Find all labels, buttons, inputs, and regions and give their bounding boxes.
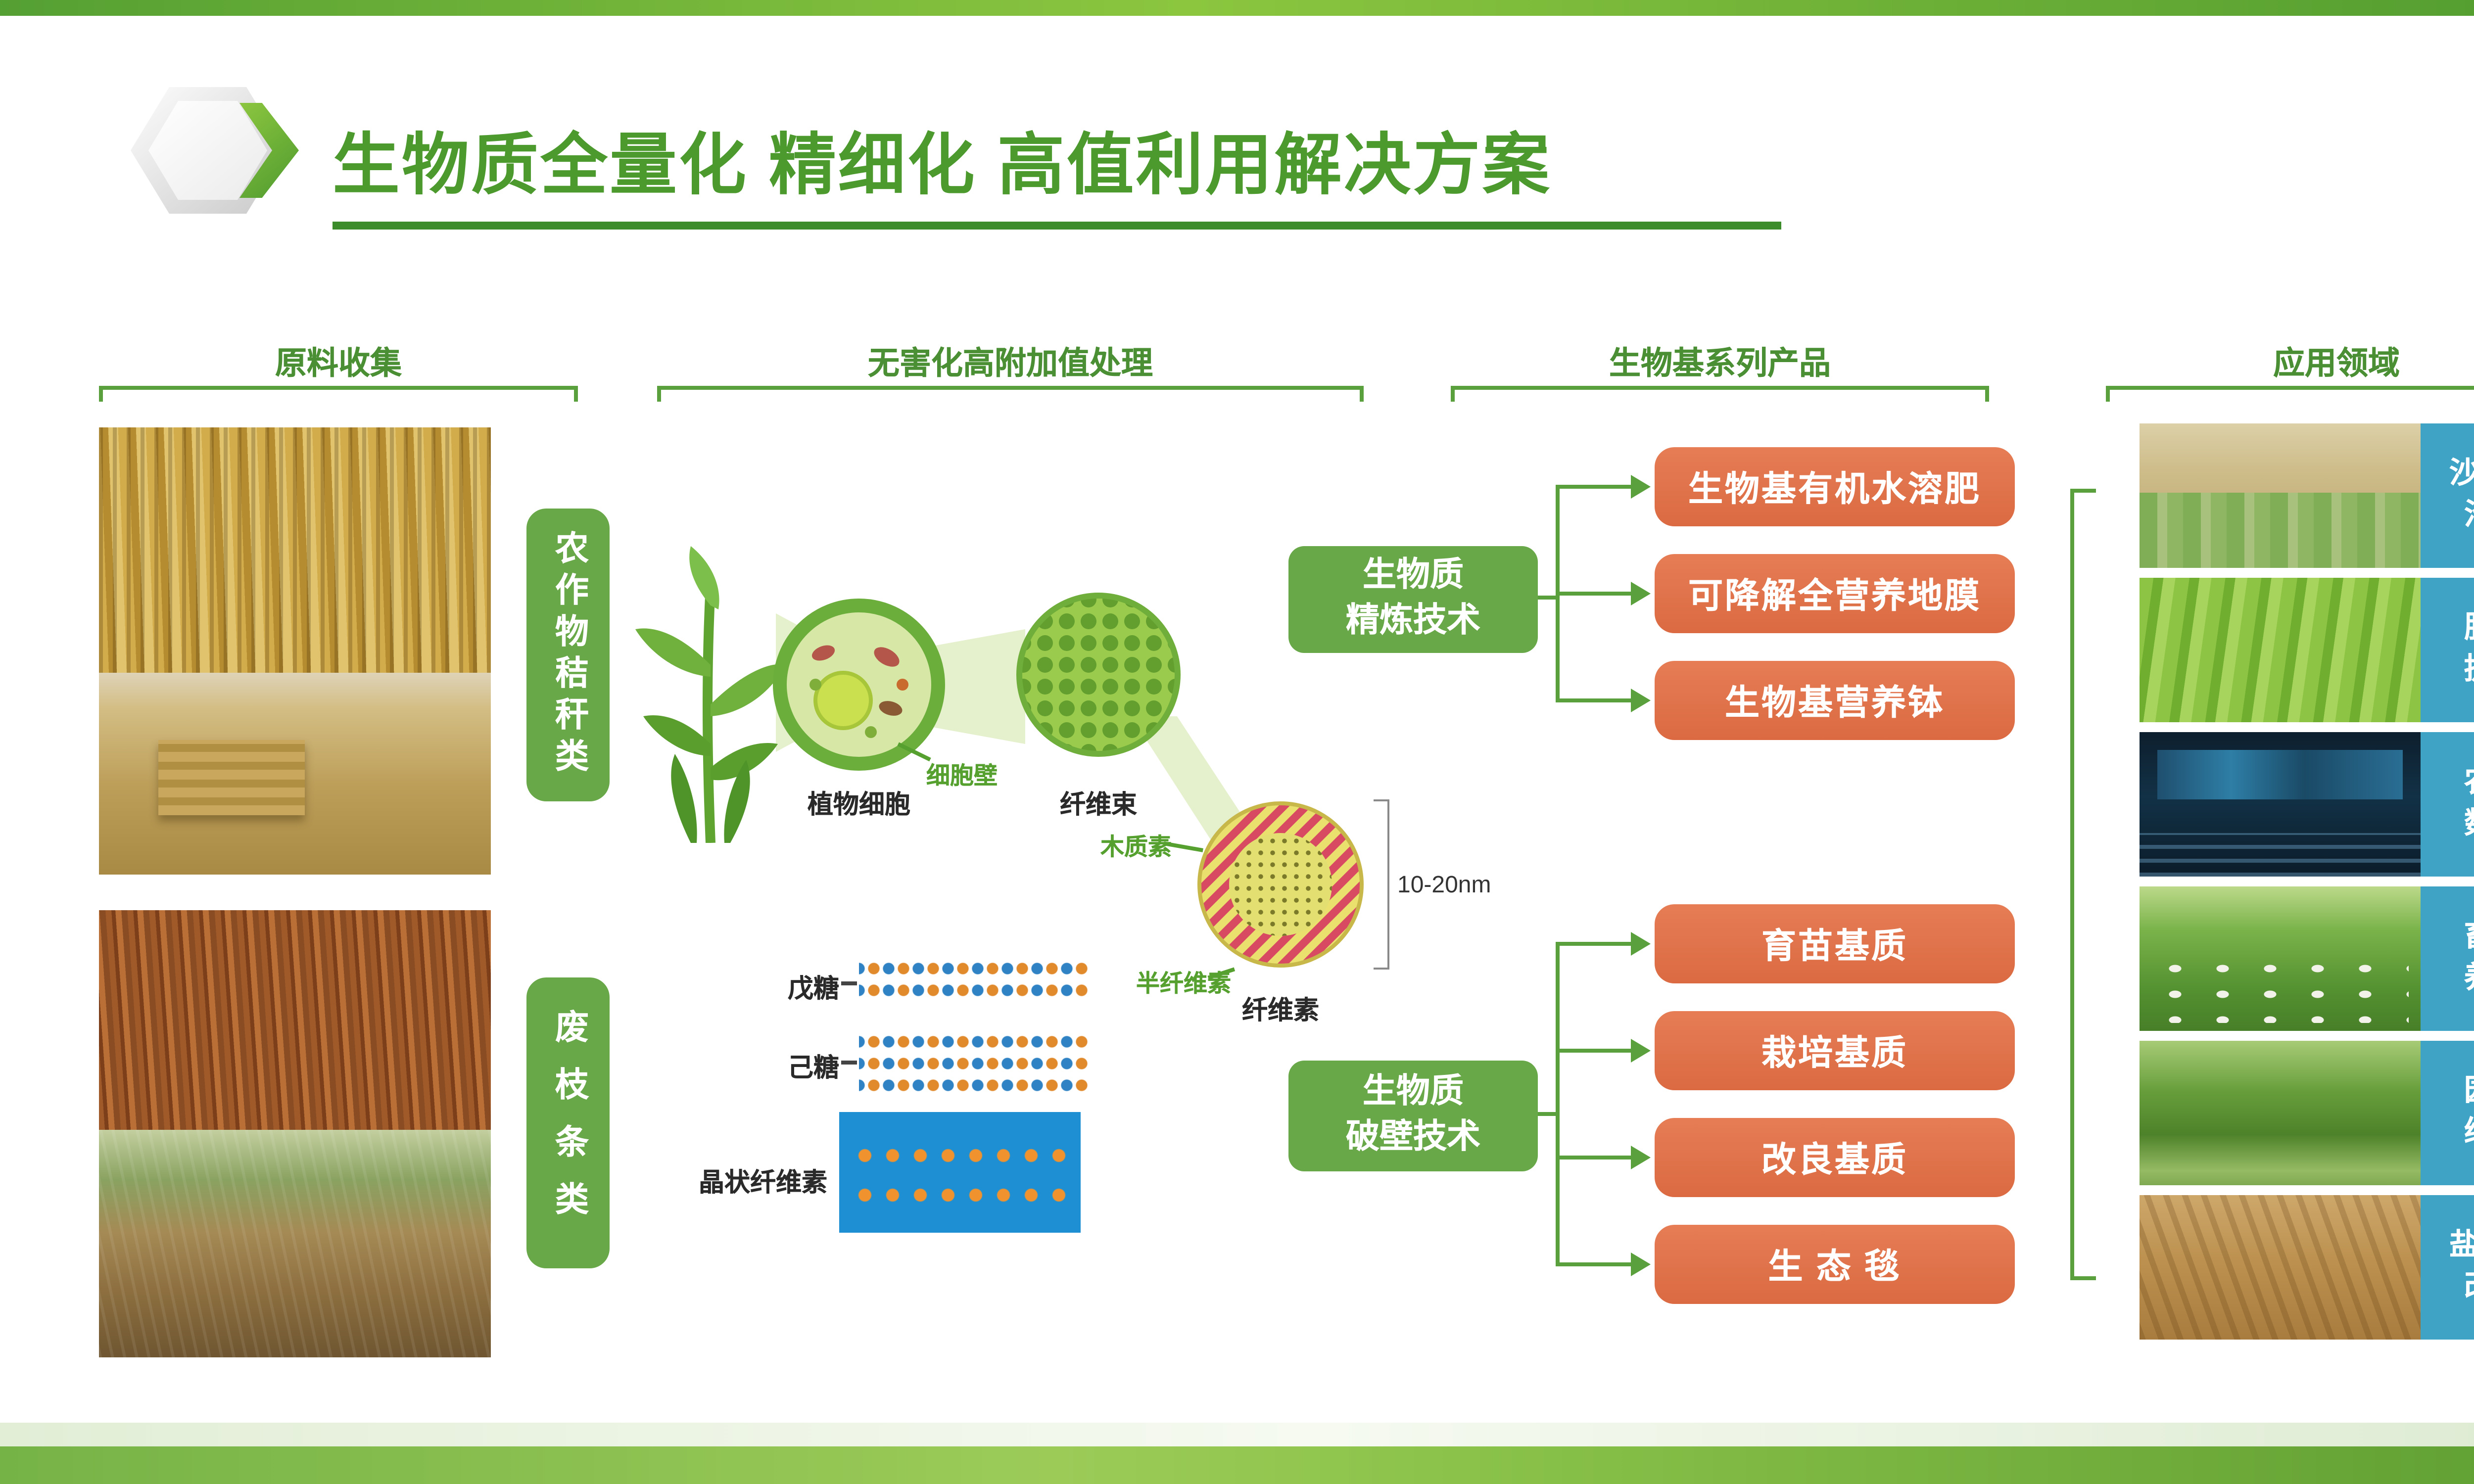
top-accent-bar <box>0 0 2474 16</box>
connector-line <box>1556 485 1560 702</box>
application-label-fertility: 肥力 提升 <box>2421 578 2474 722</box>
section-header-products: 生物基系列产品 <box>1609 348 1831 382</box>
photo-straw-field <box>99 673 491 875</box>
tech-box-wall-breaking: 生物质 破壁技术 <box>1288 1061 1538 1171</box>
section-bracket-processing <box>657 386 1364 402</box>
flow-arrow-icon <box>1560 1252 1651 1276</box>
section-bracket-collection <box>99 386 578 402</box>
connector-line <box>1538 596 1558 600</box>
crystalline-cellulose-label: 晶状纤维素 <box>698 1167 827 1197</box>
fiber-bundle-diagram <box>1016 593 1181 757</box>
cellulose-fiber-diagram <box>1197 801 1364 968</box>
crop-rows <box>2140 493 2421 568</box>
console-panel <box>2140 833 2421 877</box>
hexose-label: 己糖 <box>788 1053 840 1082</box>
hexose-chain-diagram <box>859 1027 1089 1094</box>
application-label-agri-data: 农业 数据 <box>2421 732 2474 877</box>
fiber-size-label: 10-20nm <box>1397 871 1491 898</box>
product-item-cultivation-substrate: 栽培基质 <box>1655 1011 2015 1090</box>
product-item-improvement-substrate: 改良基质 <box>1655 1118 2015 1197</box>
lignin-label: 木质素 <box>1100 833 1172 861</box>
title-underline <box>333 222 1781 230</box>
cellulose-chain-pattern <box>851 1128 1069 1217</box>
product-item-seedling-substrate: 育苗基质 <box>1655 904 2015 983</box>
fiber-bundle-label: 纤维束 <box>1059 789 1137 819</box>
flow-arrow-icon <box>1560 932 1651 956</box>
cellulose-label: 纤维素 <box>1241 995 1319 1025</box>
plant-cell-label: 植物细胞 <box>807 789 910 819</box>
application-photo-desertification <box>2140 423 2421 568</box>
connector-line <box>1556 942 1560 1266</box>
applications-bracket <box>2070 489 2096 1280</box>
pentose-chain-diagram <box>859 954 1089 999</box>
application-photo-agri-data <box>2140 732 2421 877</box>
flow-arrow-icon <box>1560 582 1651 605</box>
plant-cell-diagram <box>773 599 945 771</box>
tech-box-refining: 生物质 精炼技术 <box>1288 546 1538 653</box>
photo-corn-stalks <box>99 427 491 673</box>
straw-bale <box>158 740 305 815</box>
page-title: 生物质全量化 精细化 高值利用解决方案 <box>333 129 1552 204</box>
pentose-label: 戊糖 <box>788 974 840 1003</box>
product-item-eco-blanket: 生 态 毯 <box>1655 1225 2015 1304</box>
application-label-landscaping: 园林 绿化 <box>2421 1041 2474 1185</box>
connector-line <box>841 1061 857 1064</box>
connector-line <box>841 981 857 984</box>
product-item-degradable-mulch-film: 可降解全营养地膜 <box>1655 554 2015 633</box>
photo-waste-branches <box>99 910 491 1130</box>
product-item-water-soluble-fertilizer: 生物基有机水溶肥 <box>1655 447 2015 526</box>
flow-arrow-icon <box>1560 475 1651 499</box>
bottom-accent-bar <box>0 1446 2474 1484</box>
bottom-accent-band <box>0 1423 2474 1448</box>
section-header-collection: 原料收集 <box>275 348 402 382</box>
plant-illustration <box>635 546 786 843</box>
application-label-livestock: 畜牧 养殖 <box>2421 886 2474 1031</box>
product-item-nutrient-pot: 生物基营养钵 <box>1655 661 2015 740</box>
application-photo-saline-land <box>2140 1195 2421 1340</box>
application-photo-fertility <box>2140 578 2421 722</box>
application-photo-landscaping <box>2140 1041 2421 1185</box>
section-header-applications: 应用领域 <box>2273 348 2400 382</box>
flow-arrow-icon <box>1560 689 1651 712</box>
section-bracket-applications <box>2106 386 2474 402</box>
section-bracket-products <box>1451 386 1989 402</box>
connector-line <box>1538 1112 1558 1116</box>
crystalline-cellulose-diagram <box>839 1112 1081 1233</box>
category-label-waste-branches: 废枝条类 <box>526 977 610 1268</box>
light-beam <box>930 629 1025 744</box>
photo-orchard-branches <box>99 1130 491 1357</box>
cell-wall-label: 细胞壁 <box>926 762 998 789</box>
data-screen <box>2156 749 2404 799</box>
flow-arrow-icon <box>1560 1146 1651 1169</box>
sheep-flock <box>2150 956 2410 1022</box>
application-label-desertification: 沙漠化 治理 <box>2421 423 2474 568</box>
flow-arrow-icon <box>1560 1039 1651 1063</box>
application-label-saline-land: 盐碱地 改良 <box>2421 1195 2474 1340</box>
size-measure-bracket <box>1374 799 1389 970</box>
category-label-crop-straw: 农作物秸秆类 <box>526 509 610 801</box>
application-photo-livestock <box>2140 886 2421 1031</box>
section-header-processing: 无害化高附加值处理 <box>867 348 1153 382</box>
